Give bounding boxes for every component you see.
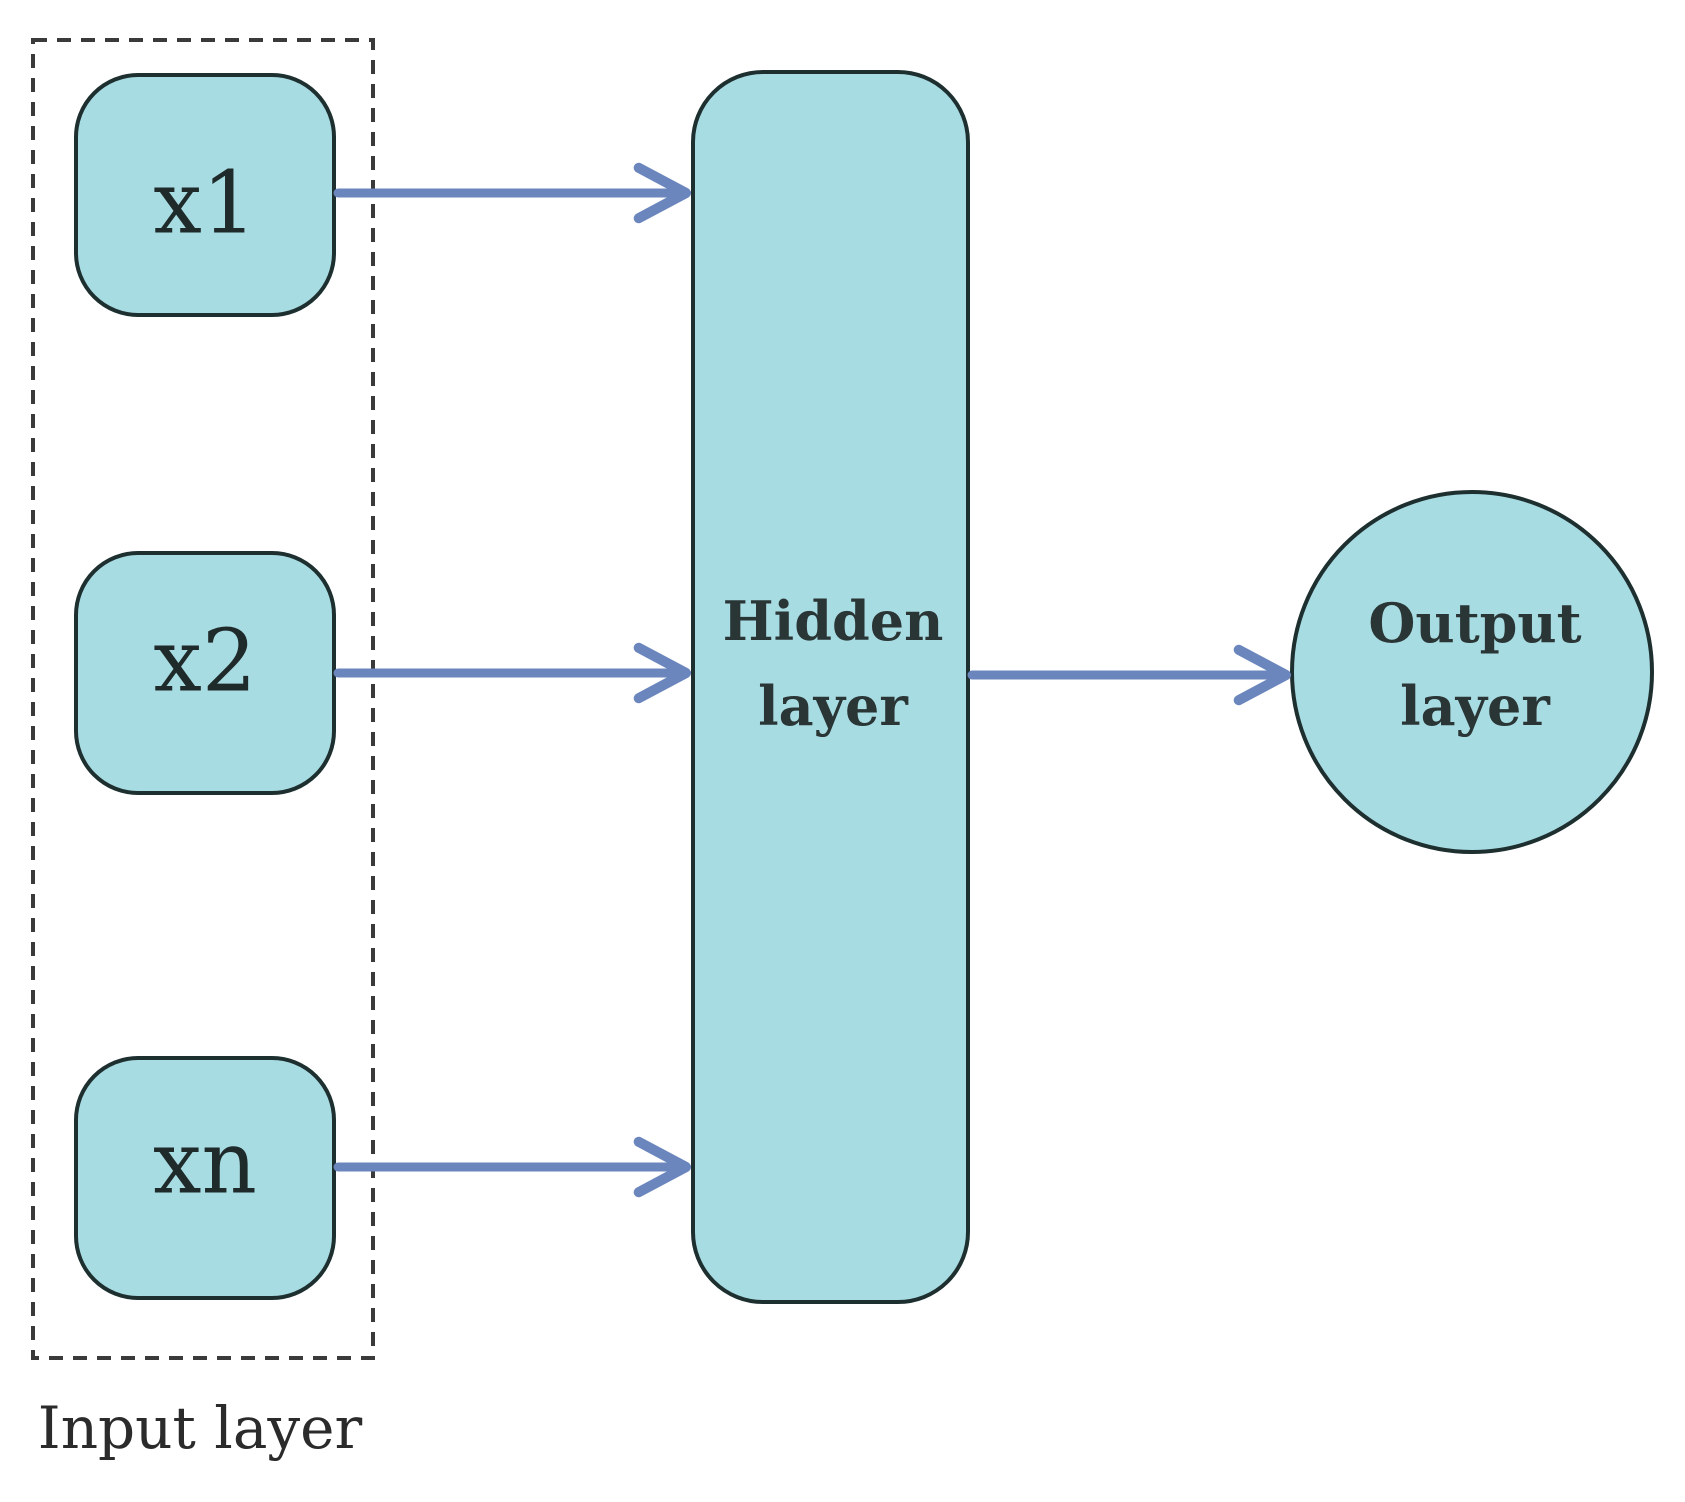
- input-node-x1: x1: [74, 73, 336, 317]
- input-node-xn: xn: [74, 1056, 336, 1300]
- hidden-layer: Hidden layer: [691, 70, 970, 1304]
- hidden-layer-label-line1: Hidden: [723, 589, 944, 653]
- output-layer-label-line1: Output: [1368, 591, 1581, 655]
- input-layer-group-border: [31, 38, 375, 1360]
- input-node-xn-label: xn: [153, 1114, 257, 1214]
- output-layer-label-line2: layer: [1400, 674, 1550, 738]
- hidden-layer-label-line2: layer: [758, 674, 908, 738]
- output-layer: Output layer: [1290, 490, 1654, 854]
- output-layer-circle: [1290, 490, 1654, 854]
- input-node-xn-box: [74, 1056, 336, 1300]
- input-node-x2-label: x2: [153, 612, 256, 712]
- input-node-x1-label: x1: [153, 154, 256, 254]
- input-layer-caption: Input layer: [38, 1394, 363, 1462]
- input-node-x2: x2: [74, 551, 336, 795]
- hidden-layer-box: [691, 70, 970, 1304]
